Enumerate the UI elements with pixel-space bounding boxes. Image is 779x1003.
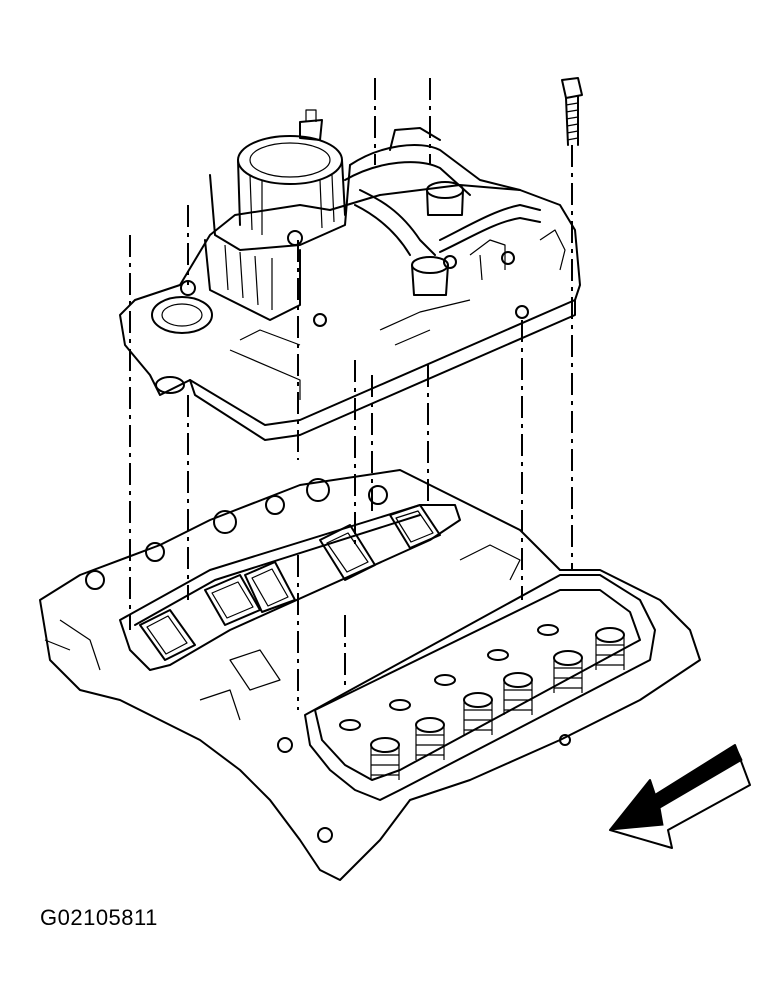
figure-id-label: G02105811 [40, 905, 158, 930]
direction-arrow-icon [608, 744, 751, 849]
alignment-lines [129, 78, 573, 710]
intake-manifold [119, 109, 581, 441]
valve-springs [339, 624, 625, 780]
engine-block [39, 469, 701, 881]
bolt-icon [561, 77, 583, 146]
